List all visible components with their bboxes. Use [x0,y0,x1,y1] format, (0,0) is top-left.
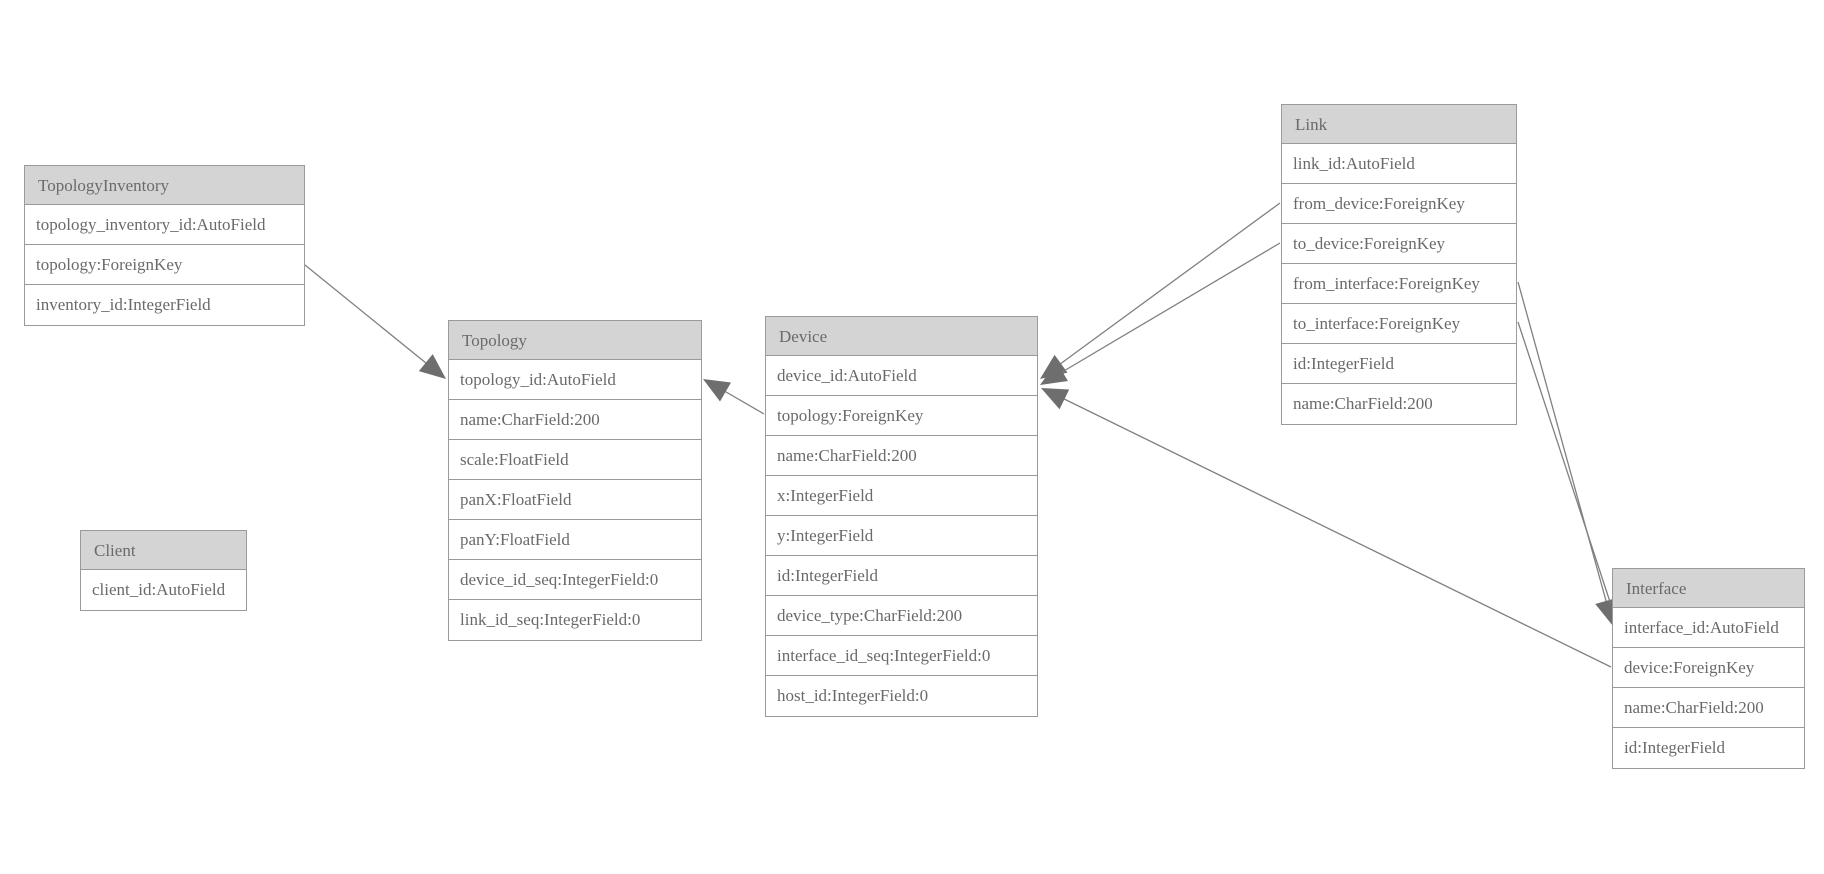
entity-title-topology: Topology [449,321,701,360]
entity-field-row: y:IntegerField [766,516,1037,556]
entity-field-row: name:CharField:200 [449,400,701,440]
entity-field-row: from_device:ForeignKey [1282,184,1516,224]
entity-field-row: device_id:AutoField [766,356,1037,396]
entity-field-row: client_id:AutoField [81,570,246,610]
relationship-line [1517,321,1614,612]
rel-link-from-interface [1517,281,1617,626]
entity-field-row: name:CharField:200 [1282,384,1516,424]
relationship-line [1517,281,1609,609]
relationship-arrowhead [1040,354,1068,379]
rel-link-from-device [1040,202,1281,379]
entity-field-row: link_id_seq:IntegerField:0 [449,600,701,640]
entity-field-row: inventory_id:IntegerField [25,285,304,325]
entity-field-row: id:IntegerField [1282,344,1516,384]
entity-field-row: panY:FloatField [449,520,701,560]
entity-field-row: topology:ForeignKey [25,245,304,285]
entity-field-row: name:CharField:200 [1613,688,1804,728]
rel-link-to-device [1040,242,1281,385]
rel-topologyinventory-topology [304,264,446,379]
entity-field-row: id:IntegerField [766,556,1037,596]
entity-field-row: from_interface:ForeignKey [1282,264,1516,304]
entity-title-device: Device [766,317,1037,356]
entity-title-client: Client [81,531,246,570]
relationship-arrowhead [703,379,732,402]
relationship-line [713,384,765,415]
entity-field-row: x:IntegerField [766,476,1037,516]
entity-field-row: interface_id_seq:IntegerField:0 [766,636,1037,676]
relationship-arrowhead [1041,388,1070,410]
entity-field-row: host_id:IntegerField:0 [766,676,1037,716]
relationship-line [1051,202,1281,371]
entity-field-row: topology_inventory_id:AutoField [25,205,304,245]
entity-field-row: panX:FloatField [449,480,701,520]
entity-field-row: scale:FloatField [449,440,701,480]
relationship-line [1051,242,1281,379]
relationship-line [304,264,438,373]
entity-field-row: name:CharField:200 [766,436,1037,476]
relationship-line [1053,393,1612,668]
entity-title-link: Link [1282,105,1516,144]
entity-field-row: id:IntegerField [1613,728,1804,768]
entity-field-row: to_interface:ForeignKey [1282,304,1516,344]
entity-title-interface: Interface [1613,569,1804,608]
entity-field-row: topology_id:AutoField [449,360,701,400]
rel-device-topology [703,379,765,415]
entity-field-row: link_id:AutoField [1282,144,1516,184]
entity-field-row: device_id_seq:IntegerField:0 [449,560,701,600]
entity-field-row: interface_id:AutoField [1613,608,1804,648]
relationship-arrowhead [1040,362,1068,385]
entity-field-row: topology:ForeignKey [766,396,1037,436]
entity-field-row: to_device:ForeignKey [1282,224,1516,264]
entity-field-row: device:ForeignKey [1613,648,1804,688]
entity-title-topology_inventory: TopologyInventory [25,166,304,205]
entity-field-row: device_type:CharField:200 [766,596,1037,636]
